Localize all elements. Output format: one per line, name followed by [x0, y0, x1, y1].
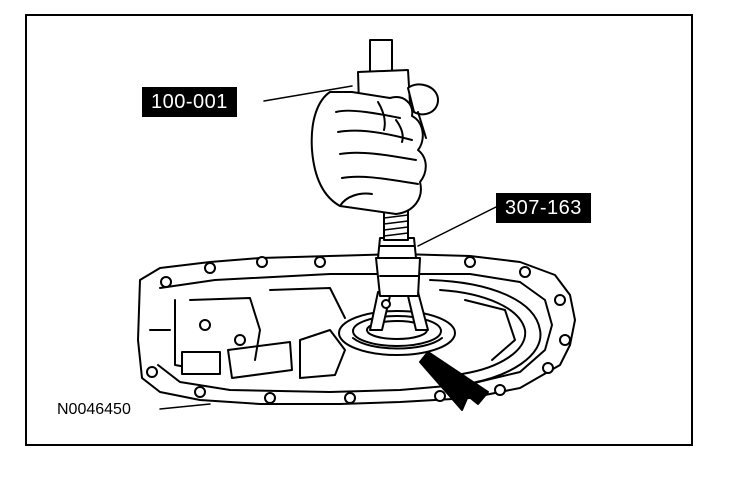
hammer-knob [407, 83, 439, 116]
arrow-icon [419, 351, 489, 411]
callout-307-163: 307-163 [496, 193, 591, 223]
leader-100-001 [263, 85, 353, 102]
case-ring [429, 279, 542, 386]
figure-reference: N0046450 [57, 401, 131, 418]
leader-307-163 [417, 206, 497, 247]
callout-100-001: 100-001 [142, 87, 237, 117]
case-flange [157, 273, 553, 393]
leader-ref [159, 403, 211, 410]
bolt-bosses [146, 256, 571, 404]
